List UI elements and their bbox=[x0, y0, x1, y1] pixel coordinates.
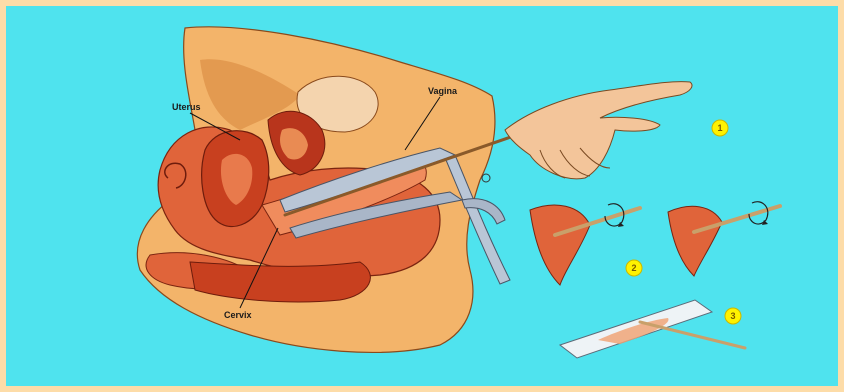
microscope-slide bbox=[560, 300, 745, 358]
step-number-1: 1 bbox=[717, 123, 722, 133]
step-badge-2: 2 bbox=[626, 260, 642, 276]
cervix-closeup-right bbox=[668, 202, 780, 276]
step-number-2: 2 bbox=[631, 263, 636, 273]
step-badge-3: 3 bbox=[725, 308, 741, 324]
hand-holding-swab bbox=[505, 82, 692, 179]
step-number-3: 3 bbox=[730, 311, 735, 321]
cervix-label: Cervix bbox=[224, 310, 252, 320]
vagina-label: Vagina bbox=[428, 86, 458, 96]
uterus-label: Uterus bbox=[172, 102, 201, 112]
rotate-indicator-icon bbox=[482, 174, 490, 182]
cervix-closeup-left bbox=[530, 204, 640, 285]
step-badge-1: 1 bbox=[712, 120, 728, 136]
